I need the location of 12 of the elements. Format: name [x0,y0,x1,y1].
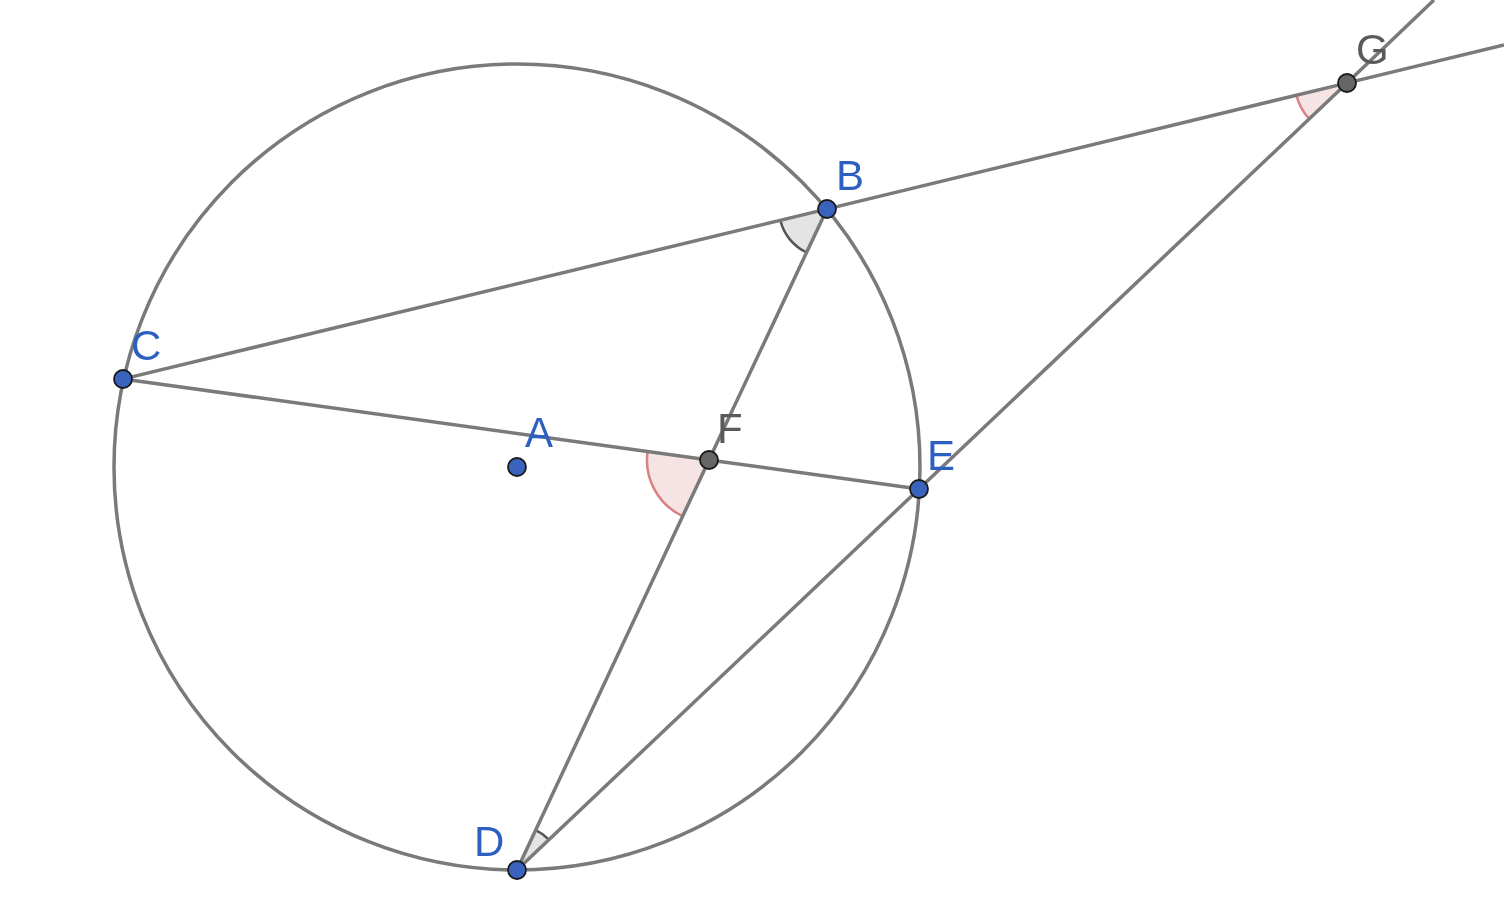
line-segment [131,378,701,461]
point-label: D [474,818,505,865]
line-segment [131,209,819,379]
line-segment [717,459,911,490]
line-segment [711,216,825,453]
line-segment [519,467,707,863]
point-label: B [836,152,864,199]
point-label: E [927,432,955,479]
line-segment [522,493,914,866]
line-segment [924,87,1342,485]
line-segment [835,83,1339,209]
point-label: C [131,322,162,369]
